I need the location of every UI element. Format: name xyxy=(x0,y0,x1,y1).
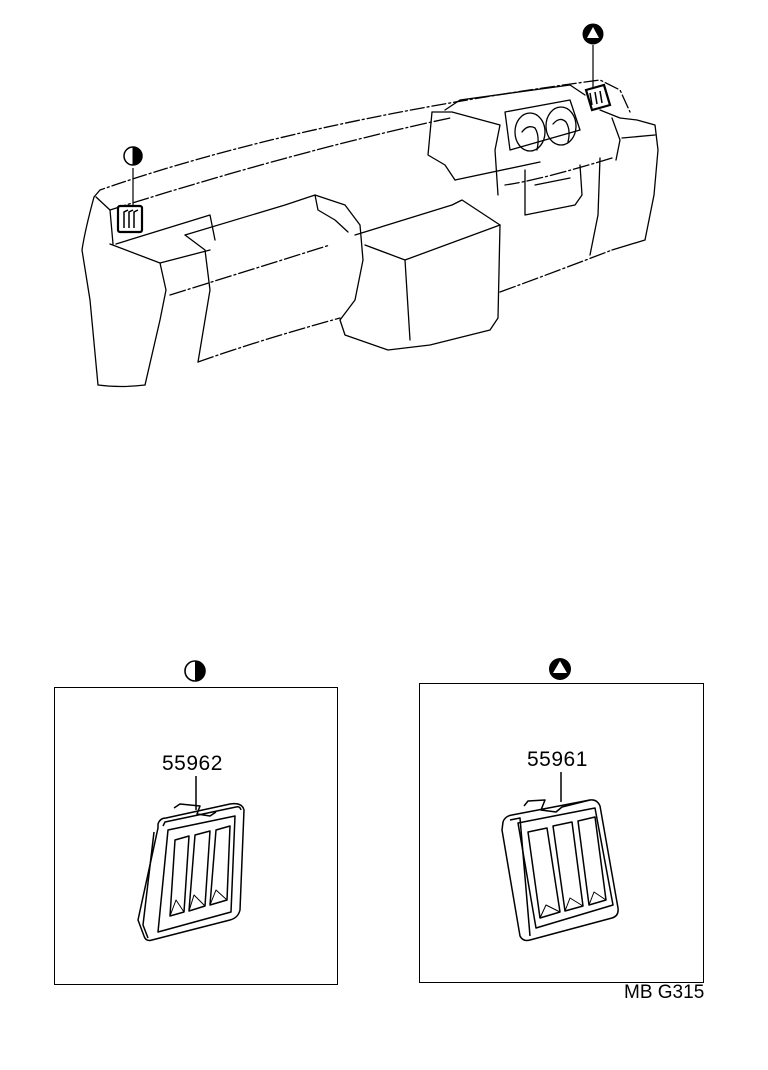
right-vent-location-marker xyxy=(582,23,612,112)
diagram-reference-code: MB G315 xyxy=(624,982,705,1003)
part-number-label-55961: 55961 xyxy=(527,748,588,771)
instrument-panel-drawing xyxy=(81,79,659,388)
detail-box-55961 xyxy=(419,683,704,983)
detail-box-55962 xyxy=(54,687,338,985)
part-number-label-55962: 55962 xyxy=(162,752,223,775)
left-vent-location-marker xyxy=(116,146,144,234)
